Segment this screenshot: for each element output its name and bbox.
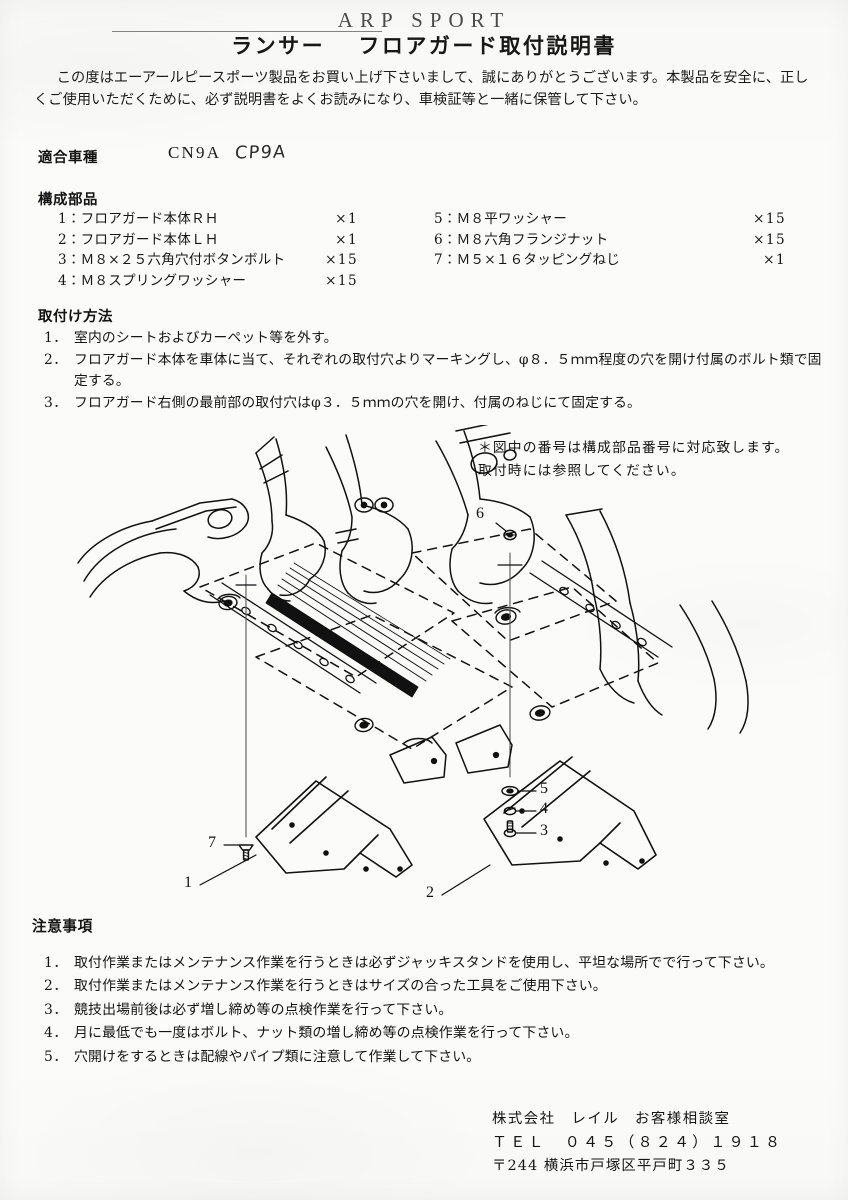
part-quantity: ×15 — [753, 231, 786, 248]
hardware-button-bolt-3 — [503, 820, 517, 838]
caution-item: 4． 月に最低でも一度はボルト、ナット類の増し締め等の点検作業を行って下さい。 — [44, 1022, 834, 1045]
parts-row: 7：Ｍ５×１６タッピングねじ ×1 — [434, 250, 834, 271]
applicable-models-label: 適合車種 — [38, 149, 98, 166]
part-name: 7：Ｍ５×１６タッピングねじ — [434, 252, 620, 269]
caution-text: 取付作業またはメンテナンス作業を行うときは必ずジャッキスタンドを使用し、平坦な場… — [74, 955, 774, 971]
hardware-flat-washer-5 — [501, 785, 519, 797]
part-quantity: ×15 — [325, 252, 358, 269]
caution-number: 3． — [44, 1001, 68, 1018]
mounting-outline-dashed-lower — [255, 586, 659, 750]
method-number: 1． — [44, 330, 68, 346]
body-hole — [529, 705, 551, 721]
parts-column-left: 1：フロアガード本体ＲＨ ×1 2：フロアガード本体ＬＨ ×1 3：Ｍ８×２５六… — [58, 209, 450, 291]
part-quantity: ×15 — [325, 272, 358, 289]
hardware-flange-nut-6 — [495, 522, 517, 541]
title-underline — [112, 31, 382, 32]
brand-name: ARP SPORT — [337, 8, 511, 32]
mounting-hole-strip-right — [529, 560, 673, 658]
vehicle-code-printed: CN9A — [168, 143, 222, 162]
applicable-models-value: CN9A CP9A — [168, 142, 288, 164]
postal-address: 〒244 横浜市戸塚区平戸町３３５ — [492, 1158, 730, 1174]
caution-number: 1． — [44, 955, 68, 971]
body-hole — [494, 606, 521, 625]
bracket-pieces — [389, 724, 513, 784]
contact-footer: 株式会社 レイル お客様相談室 ＴＥＬ ０４５（８２４）１９１８ 〒244 横浜… — [492, 1108, 832, 1179]
parts-row: 3：Ｍ８×２５六角穴付ボタンボルト ×15 — [58, 250, 450, 271]
floor-guard-part-2 — [441, 756, 657, 896]
caution-text: 穴開けをするときは配線やパイプ類に注意して作業して下さい。 — [74, 1048, 481, 1065]
body-hole — [217, 593, 241, 611]
callout-2: 2 — [426, 884, 434, 901]
callout-6: 6 — [476, 505, 484, 522]
figure-note: ＊図中の番号は構成部品番号に対応致します。 取付時には参照してください。 — [478, 437, 828, 483]
part-quantity: ×1 — [335, 211, 358, 227]
intro-text: この度はエーアールピースポーツ製品をお買い上げ下さいまして、誠にありがとうござい… — [34, 70, 809, 108]
caution-item: 5． 穴開けをするときは配線やパイプ類に注意して作業して下さい。 — [44, 1046, 834, 1069]
method-number: 2． — [44, 351, 68, 368]
floor-guard-part-1 — [199, 776, 413, 886]
part-name: 3：Ｍ８×２５六角穴付ボタンボルト — [58, 252, 286, 269]
callout-3: 3 — [540, 822, 548, 839]
caution-text: 月に最低でも一度はボルト、ナット類の増し締め等の点検作業を行って下さい。 — [74, 1025, 579, 1042]
parts-column-right: 5：Ｍ８平ワッシャー ×15 6：Ｍ８六角フランジナット ×15 7：Ｍ５×１６… — [434, 209, 834, 271]
method-text: フロアガード本体を車体に当て、それぞれの取付穴よりマーキングし、φ８．５ｍｍ程度… — [74, 351, 822, 390]
cautions-list: 1． 取付作業またはメンテナンス作業を行うときは必ずジャッキスタンドを使用し、平… — [44, 952, 834, 1069]
part-name: 1：フロアガード本体ＲＨ — [58, 211, 219, 227]
figure-note-line-2: 取付時には参照してください。 — [478, 463, 686, 479]
cautions-label: 注意事項 — [32, 918, 93, 935]
part-name: 6：Ｍ８六角フランジナット — [434, 231, 609, 248]
install-method-label: 取付け方法 — [38, 308, 113, 325]
mounting-hole-strip-left — [209, 582, 377, 694]
body-hole — [354, 717, 374, 733]
callout-5: 5 — [540, 780, 548, 797]
caution-item: 3． 競技出場前後は必ず増し締め等の点検作業を行って下さい。 — [44, 999, 834, 1022]
chassis-outline-far-right — [565, 508, 749, 734]
method-item: 2． フロアガード本体を車体に当て、それぞれの取付穴よりマーキングし、φ８．５ｍ… — [44, 350, 834, 393]
chassis-outline-left — [77, 498, 250, 604]
callout-7: 7 — [208, 834, 216, 851]
exhaust-pipe — [325, 434, 413, 605]
part-quantity: ×1 — [335, 231, 358, 248]
telephone-number: ＴＥＬ ０４５（８２４）１９１８ — [492, 1134, 784, 1151]
document-title: ランサー フロアガード取付説明書 — [231, 33, 617, 58]
parts-row: 6：Ｍ８六角フランジナット ×15 — [434, 230, 834, 251]
method-item: 3． フロアガード右側の最前部の取付穴はφ３．５ｍｍの穴を開け、付属のねじにて固… — [44, 393, 834, 415]
parts-list-label: 構成部品 — [38, 191, 98, 208]
parts-row: 5：Ｍ８平ワッシャー ×15 — [434, 209, 834, 230]
floor-guard-installation-diagram: 6 5 4 3 7 1 2 — [60, 425, 800, 925]
caution-item: 2． 取付作業またはメンテナンス作業を行うときはサイズの合った工具をご使用下さい… — [44, 975, 834, 998]
mounting-outline-dashed — [199, 528, 617, 678]
caution-text: 取付作業またはメンテナンス作業を行うときはサイズの合った工具をご使用下さい。 — [74, 978, 607, 995]
parts-row: 2：フロアガード本体ＬＨ ×1 — [58, 230, 450, 251]
part-quantity: ×1 — [763, 252, 786, 269]
part-name: 5：Ｍ８平ワッシャー — [434, 211, 567, 227]
method-text: フロアガード右側の最前部の取付穴はφ３．５ｍｍの穴を開け、付属のねじにて固定する… — [74, 394, 641, 411]
company-name: 株式会社 レイル お客様相談室 — [492, 1111, 731, 1127]
parts-row: 1：フロアガード本体ＲＨ ×1 — [58, 209, 450, 230]
method-text: 室内のシートおよびカーペット等を外す。 — [74, 330, 338, 346]
parts-row: 4：Ｍ８スプリングワッシャー ×15 — [58, 271, 450, 292]
intro-paragraph: この度はエーアールピースポーツ製品をお買い上げ下さいまして、誠にありがとうござい… — [34, 68, 818, 111]
vehicle-code-handwritten: CP9A — [234, 142, 288, 164]
callout-4: 4 — [540, 800, 548, 817]
caution-number: 5． — [44, 1048, 68, 1065]
part-name: 4：Ｍ８スプリングワッシャー — [58, 272, 247, 289]
sill-rail-shaded — [265, 562, 451, 698]
caution-number: 4． — [44, 1025, 68, 1042]
method-number: 3． — [44, 394, 68, 411]
part-quantity: ×15 — [753, 211, 786, 227]
hardware-tapping-screw-7 — [223, 844, 254, 861]
caution-text: 競技出場前後は必ず増し締め等の点検作業を行って下さい。 — [74, 1001, 453, 1018]
caution-item: 1． 取付作業またはメンテナンス作業を行うときは必ずジャッキスタンドを使用し、平… — [44, 952, 834, 975]
callout-1: 1 — [184, 874, 192, 891]
method-item: 1． 室内のシートおよびカーペット等を外す。 — [44, 328, 834, 350]
figure-note-line-1: ＊図中の番号は構成部品番号に対応致します。 — [478, 440, 790, 456]
install-method-list: 1． 室内のシートおよびカーペット等を外す。 2． フロアガード本体を車体に当て… — [44, 328, 834, 414]
part-name: 2：フロアガード本体ＬＨ — [58, 231, 219, 248]
caution-number: 2． — [44, 978, 68, 995]
hardware-leader-lines — [515, 790, 537, 834]
chassis-outline-right — [435, 425, 535, 605]
